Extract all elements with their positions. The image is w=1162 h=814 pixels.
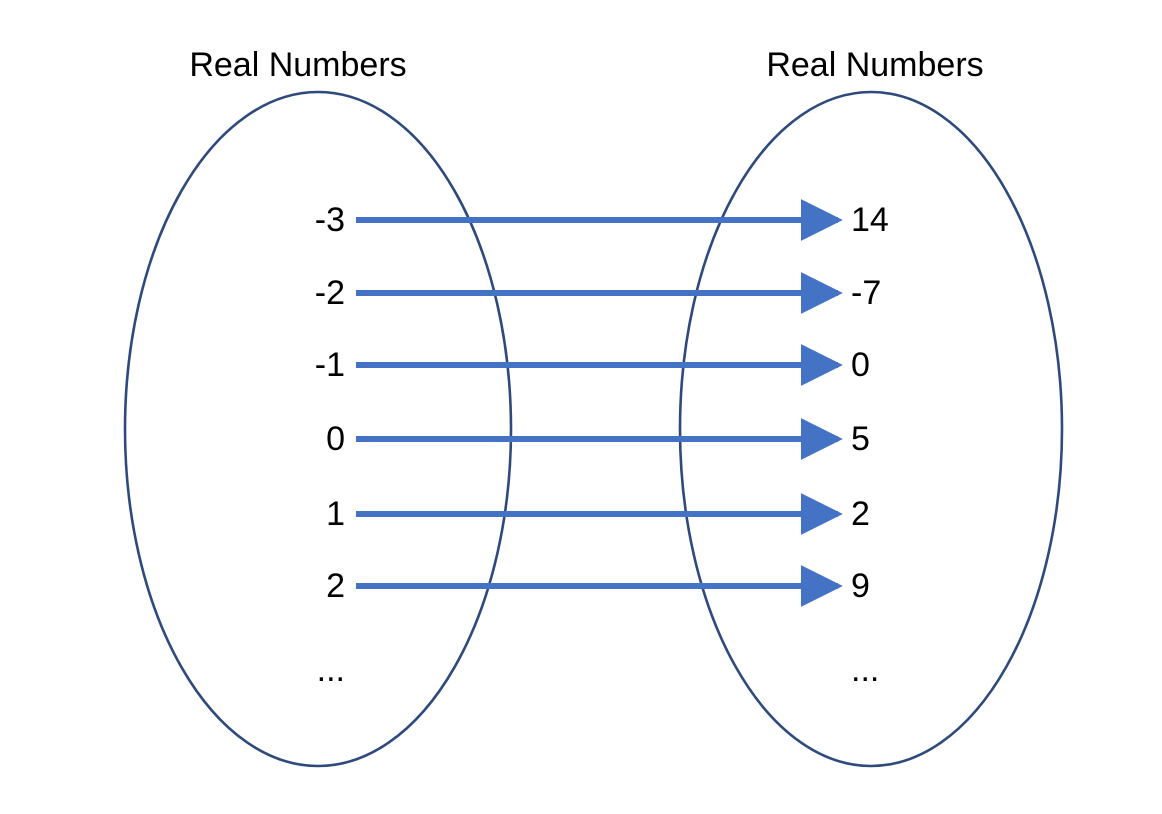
domain-element-2: -2 — [314, 274, 345, 312]
codomain-element-5: 2 — [851, 495, 870, 533]
domain-set-ellipse — [123, 90, 513, 768]
domain-element-6: 2 — [326, 567, 345, 605]
codomain-element-1: 14 — [851, 201, 889, 239]
domain-ellipsis-text: ... — [316, 651, 345, 689]
domain-element-4: 0 — [326, 420, 345, 458]
codomain-element-4: 5 — [851, 420, 870, 458]
domain-element-5: 1 — [326, 495, 345, 533]
codomain-set-ellipse — [678, 90, 1064, 768]
codomain-element-2: -7 — [851, 274, 882, 312]
domain-set-label: Real Numbers — [189, 46, 407, 84]
domain-element-1: -3 — [314, 201, 345, 239]
codomain-set-label: Real Numbers — [766, 46, 984, 84]
codomain-element-3: 0 — [851, 346, 870, 384]
domain-element-3: -1 — [314, 346, 345, 384]
codomain-element-6: 9 — [851, 567, 870, 605]
codomain-ellipsis-text: ... — [851, 651, 880, 689]
